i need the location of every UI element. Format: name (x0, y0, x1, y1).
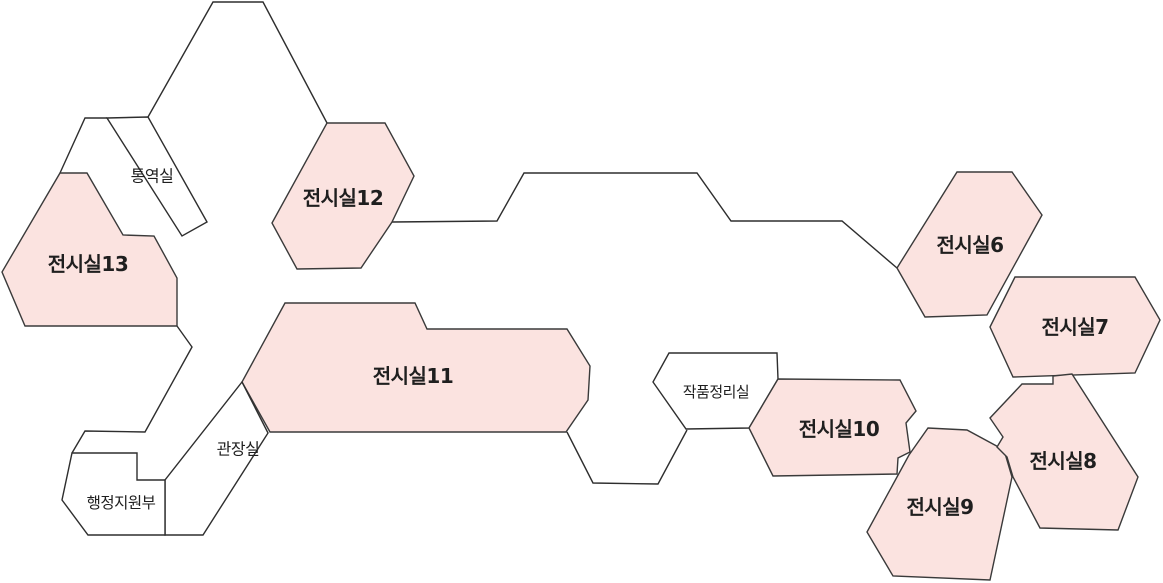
room-exhibit-11-shape (241, 302, 591, 433)
room-interpreter-room-shape (105, 116, 208, 237)
wall-west-corridor (71, 325, 193, 454)
room-director-office-shape (164, 380, 269, 536)
room-exhibit-10-shape (748, 378, 917, 477)
wall-peak (147, 1, 328, 124)
room-exhibit-12-shape (271, 122, 415, 270)
room-exhibit-11-label: 전시실11 (373, 364, 454, 388)
room-interpreter-room-label: 통역실 (131, 167, 174, 186)
room-exhibit-6-shape (896, 171, 1043, 318)
room-exhibit-6-label: 전시실6 (936, 233, 1003, 257)
wall-lower-corridor (566, 429, 688, 485)
room-exhibit-7-shape (989, 276, 1161, 378)
room-admin-support-label: 행정지원부 (87, 494, 156, 512)
room-exhibit-7-label: 전시실7 (1041, 315, 1108, 339)
room-director-office-label: 관장실 (217, 440, 260, 459)
room-exhibit-9-label: 전시실9 (906, 495, 973, 519)
room-admin-support-shape (61, 452, 166, 536)
room-artwork-room-label: 작품정리실 (683, 383, 750, 401)
room-exhibit-8-label: 전시실8 (1029, 449, 1096, 473)
room-exhibit-9-shape (866, 427, 1013, 581)
room-exhibit-12-label: 전시실12 (303, 186, 384, 210)
room-exhibit-8-shape (989, 373, 1139, 531)
room-exhibit-13-label: 전시실13 (48, 252, 129, 276)
room-exhibit-13-shape (1, 172, 178, 327)
room-exhibit-10-label: 전시실10 (799, 417, 880, 441)
wall-upper-corridor (391, 172, 898, 269)
wall-peak-left (59, 117, 107, 174)
